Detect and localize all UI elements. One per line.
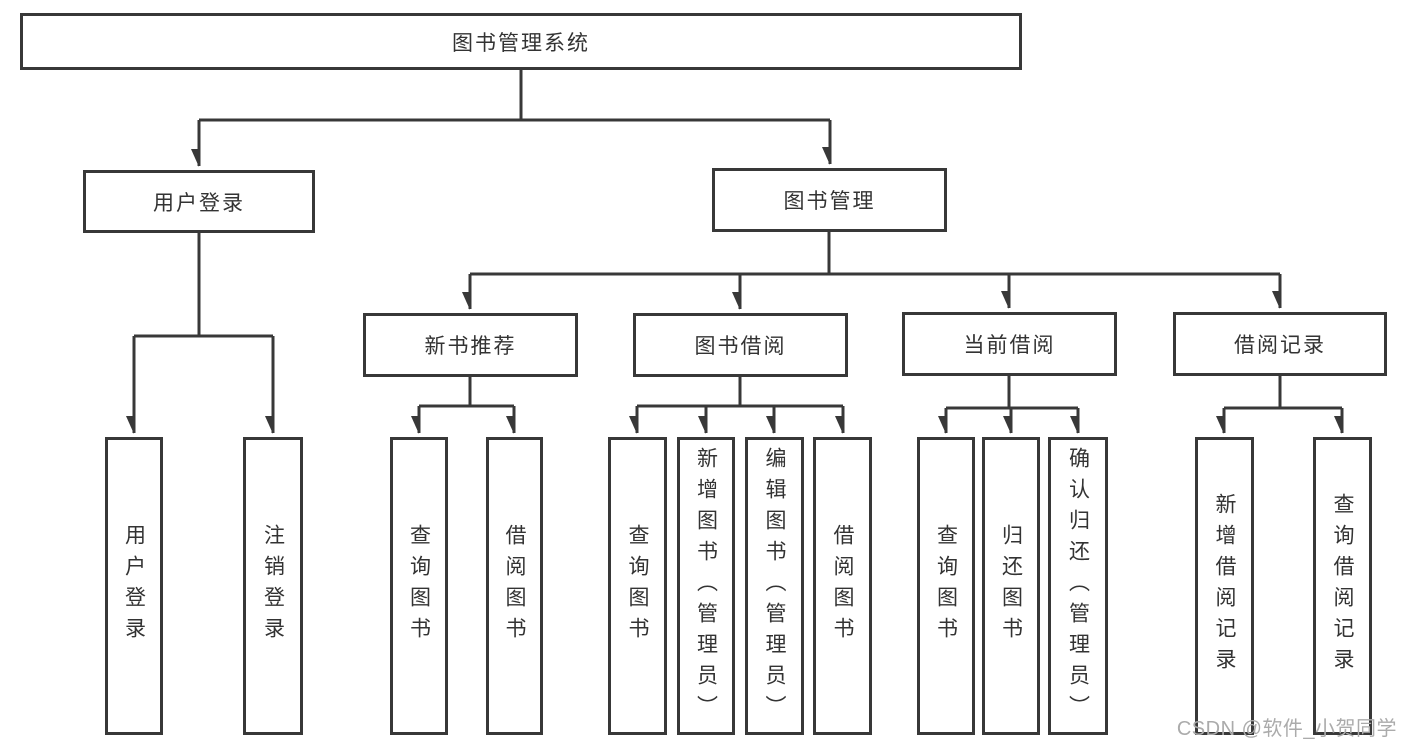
leaf-logout-label: 注销登录 (261, 524, 285, 648)
leaf-borrow-query-books-label: 查询图书 (626, 524, 649, 648)
leaf-newbook-query-books-label: 查询图书 (407, 524, 431, 648)
node-user-login: 用户登录 (83, 170, 315, 233)
leaf-borrow-edit-books-admin-label: 编辑图书（管理员） (763, 446, 786, 726)
leaf-newbook-query-books: 查询图书 (390, 437, 448, 735)
leaf-current-return-books: 归还图书 (982, 437, 1040, 735)
node-new-book-recommend: 新书推荐 (363, 313, 578, 377)
leaf-newbook-borrow-books: 借阅图书 (486, 437, 543, 735)
leaf-current-confirm-return-admin: 确认归还（管理员） (1048, 437, 1108, 735)
leaf-current-return-books-label: 归还图书 (999, 524, 1023, 648)
edge-book-borrow-trunk (637, 377, 843, 408)
leaf-borrow-borrow-books: 借阅图书 (813, 437, 872, 735)
edge-book-management-trunk (470, 232, 1280, 276)
leaf-borrow-edit-books-admin: 编辑图书（管理员） (745, 437, 804, 735)
leaf-newbook-borrow-books-label: 借阅图书 (503, 524, 526, 648)
edge-user-login-trunk (134, 233, 273, 338)
leaf-records-add-record-label: 新增借阅记录 (1213, 493, 1236, 679)
leaf-user-login: 用户登录 (105, 437, 163, 735)
leaf-borrow-add-books-admin-label: 新增图书（管理员） (694, 446, 718, 726)
leaf-borrow-borrow-books-label: 借阅图书 (831, 524, 854, 648)
node-borrow-records: 借阅记录 (1173, 312, 1387, 376)
edge-root-trunk (199, 70, 830, 122)
leaf-current-confirm-return-admin-label: 确认归还（管理员） (1066, 446, 1090, 726)
leaf-records-add-record: 新增借阅记录 (1195, 437, 1254, 735)
leaf-records-query-record-label: 查询借阅记录 (1331, 493, 1354, 679)
leaf-borrow-add-books-admin: 新增图书（管理员） (677, 437, 735, 735)
watermark: CSDN @软件_小贺同学 (1176, 718, 1397, 740)
node-book-borrow: 图书借阅 (633, 313, 848, 377)
node-book-management: 图书管理 (712, 168, 947, 232)
edge-new-book-trunk (419, 377, 514, 408)
leaf-current-query-books-label: 查询图书 (934, 524, 958, 648)
leaf-logout: 注销登录 (243, 437, 303, 735)
node-library-system: 图书管理系统 (20, 13, 1022, 70)
node-current-borrow: 当前借阅 (902, 312, 1117, 376)
leaf-records-query-record: 查询借阅记录 (1313, 437, 1372, 735)
leaf-current-query-books: 查询图书 (917, 437, 975, 735)
leaf-user-login-label: 用户登录 (122, 524, 146, 648)
edge-borrow-records-trunk (1224, 376, 1342, 410)
edge-current-borrow-trunk (946, 376, 1078, 410)
leaf-borrow-query-books: 查询图书 (608, 437, 667, 735)
